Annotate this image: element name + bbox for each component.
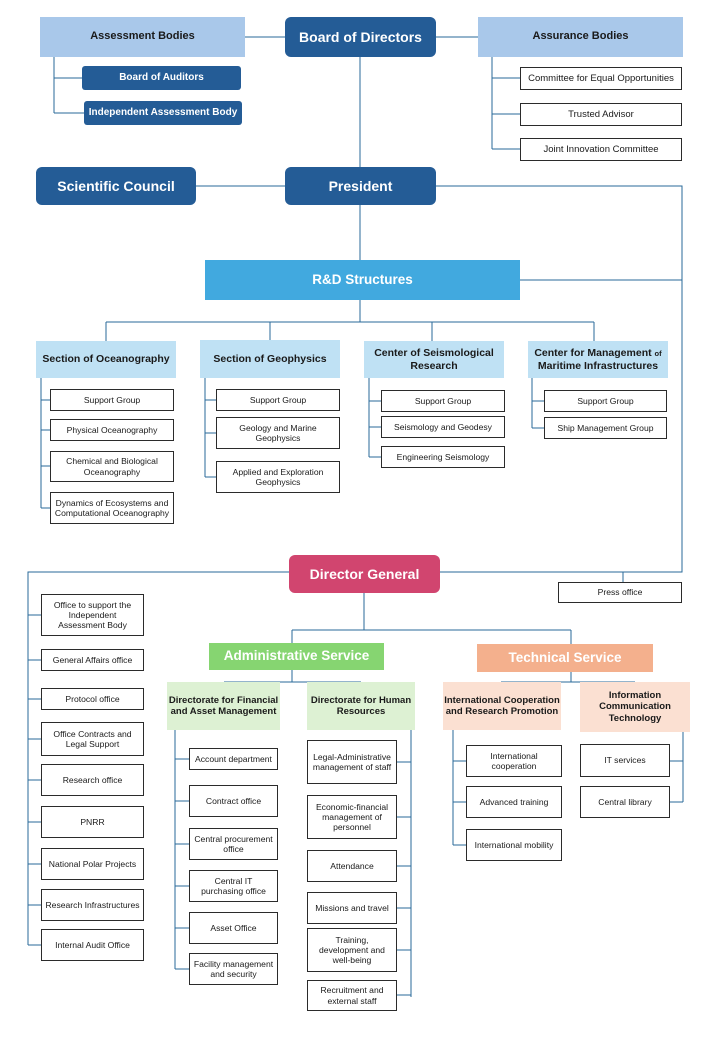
section-geophysics-box: Section of Geophysics	[200, 340, 340, 378]
international-cooperation: International cooperation	[466, 745, 562, 777]
board-of-auditors-box: Board of Auditors	[82, 66, 241, 90]
director-general-box: Director General	[289, 555, 440, 593]
asset-office: Asset Office	[189, 912, 278, 944]
attendance: Attendance	[307, 850, 397, 882]
trusted-advisor-box: Trusted Advisor	[520, 103, 682, 126]
physical-oceanography: Physical Oceanography	[50, 419, 174, 441]
central-procurement-office: Central procurement office	[189, 828, 278, 860]
center-maritime-infrastructures-box: Center for Management of Maritime Infras…	[528, 341, 668, 378]
pnrr-office: PNRR	[41, 806, 144, 838]
directorate-human-resources-box: Directorate for Human Resources	[307, 682, 415, 730]
engineering-seismology: Engineering Seismology	[381, 446, 505, 468]
economic-financial-management: Economic-financial management of personn…	[307, 795, 397, 839]
center-maritime-title-main: Center for Management	[534, 346, 652, 359]
center-seismological-research-box: Center of Seismological Research	[364, 341, 504, 378]
directorate-financial-asset-box: Directorate for Financial and Asset Mana…	[167, 682, 280, 730]
geophysics-support-group: Support Group	[216, 389, 340, 411]
geology-marine-geophysics: Geology and Marine Geophysics	[216, 417, 340, 449]
board-of-directors-box: Board of Directors	[285, 17, 436, 57]
seismology-geodesy: Seismology and Geodesy	[381, 416, 505, 438]
internal-audit-office: Internal Audit Office	[41, 929, 144, 961]
international-mobility: International mobility	[466, 829, 562, 861]
research-office: Research office	[41, 764, 144, 796]
assessment-bodies-box: Assessment Bodies	[40, 17, 245, 57]
president-box: President	[285, 167, 436, 205]
assurance-bodies-box: Assurance Bodies	[478, 17, 683, 57]
it-services: IT services	[580, 744, 670, 777]
rd-structures-box: R&D Structures	[205, 260, 520, 300]
national-polar-projects: National Polar Projects	[41, 848, 144, 880]
facility-management-security: Facility management and security	[189, 953, 278, 985]
applied-exploration-geophysics: Applied and Exploration Geophysics	[216, 461, 340, 493]
dynamics-ecosystems: Dynamics of Ecosystems and Computational…	[50, 492, 174, 524]
protocol-office: Protocol office	[41, 688, 144, 710]
central-library: Central library	[580, 786, 670, 818]
independent-assessment-body-box: Independent Assessment Body	[84, 101, 242, 125]
chemical-biological-oceanography: Chemical and Biological Oceanography	[50, 451, 174, 482]
legal-administrative-management: Legal-Administrative management of staff	[307, 740, 397, 784]
recruitment-external-staff: Recruitment and external staff	[307, 980, 397, 1011]
central-it-purchasing-office: Central IT purchasing office	[189, 870, 278, 902]
center-maritime-title-line2: Maritime Infrastructures	[537, 359, 659, 372]
training-development-wellbeing: Training, development and well-being	[307, 928, 397, 972]
account-department: Account department	[189, 748, 278, 770]
press-office-box: Press office	[558, 582, 682, 603]
ict-box: Information Communication Technology	[580, 682, 690, 732]
office-support-independent-assessment: Office to support the Independent Assess…	[41, 594, 144, 636]
general-affairs-office: General Affairs office	[41, 649, 144, 671]
maritime-support-group: Support Group	[544, 390, 667, 412]
contract-office: Contract office	[189, 785, 278, 817]
research-infrastructures: Research Infrastructures	[41, 889, 144, 921]
equal-opportunities-box: Committee for Equal Opportunities	[520, 67, 682, 90]
center-maritime-title-small: of	[654, 348, 662, 358]
joint-innovation-committee-box: Joint Innovation Committee	[520, 138, 682, 161]
scientific-council-box: Scientific Council	[36, 167, 196, 205]
oceanography-support-group: Support Group	[50, 389, 174, 411]
advanced-training: Advanced training	[466, 786, 562, 818]
seismological-support-group: Support Group	[381, 390, 505, 412]
administrative-service-box: Administrative Service	[209, 643, 384, 670]
technical-service-box: Technical Service	[477, 644, 653, 672]
missions-and-travel: Missions and travel	[307, 892, 397, 924]
ship-management-group: Ship Management Group	[544, 417, 667, 439]
office-contracts-legal-support: Office Contracts and Legal Support	[41, 722, 144, 756]
section-oceanography-box: Section of Oceanography	[36, 341, 176, 378]
international-cooperation-promotion-box: International Cooperation and Research P…	[443, 682, 561, 730]
